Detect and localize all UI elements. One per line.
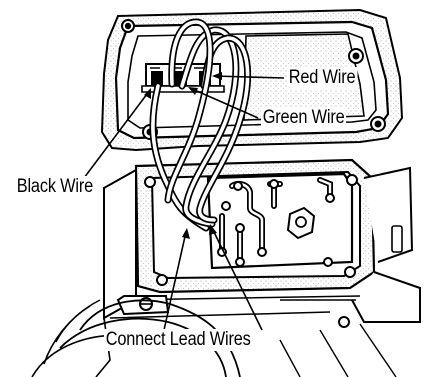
connect-lead-wires-leader-right — [211, 227, 263, 331]
green-wire-label: Green Wire — [261, 107, 347, 129]
red-wire-label: Red Wire — [287, 67, 358, 89]
terminal-box — [103, 158, 376, 320]
leader-lines — [83, 75, 285, 331]
connect-lead-wires-leader-left — [163, 231, 187, 331]
black-wire-leader — [83, 89, 151, 179]
connect-lead-wires-label: Connect Lead Wires — [104, 329, 253, 351]
lead-wires — [149, 18, 252, 232]
green-wire-leader — [189, 87, 259, 119]
red-wire-leader — [213, 75, 285, 79]
leader-arrowheads — [144, 72, 222, 239]
black-wire-label: Black Wire — [15, 176, 95, 198]
